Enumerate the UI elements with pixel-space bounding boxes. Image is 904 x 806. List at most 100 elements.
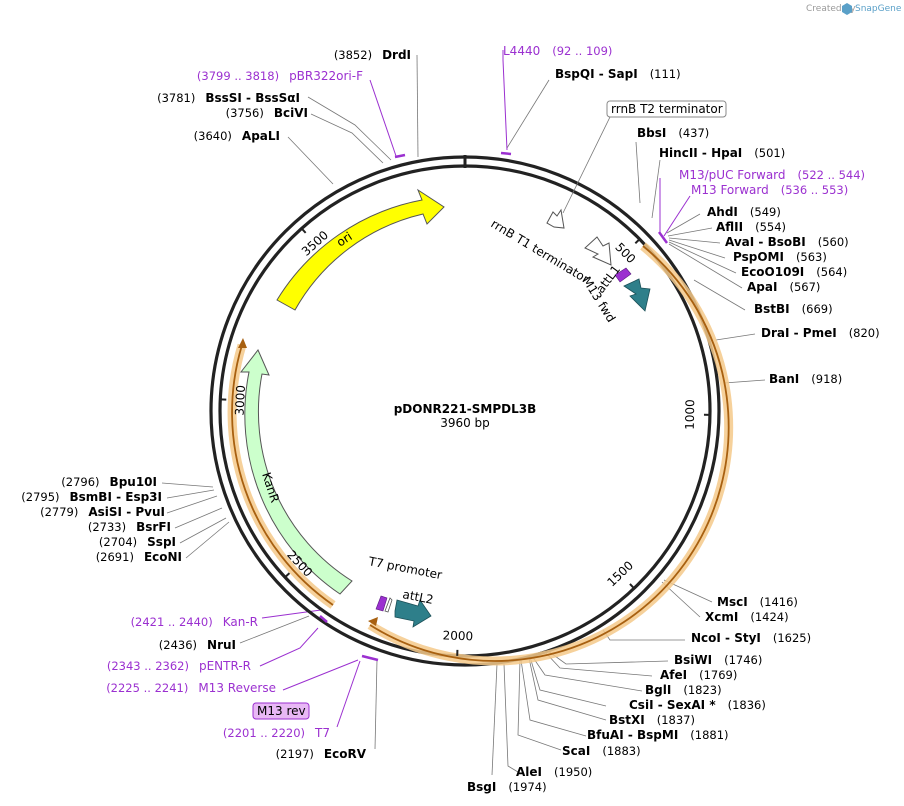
site-name: DraI - PmeI <box>761 326 837 340</box>
site-position: (3852) <box>334 48 372 62</box>
primer-label: (2225 .. 2241)M13 Reverse <box>106 681 276 695</box>
kanr-feature <box>239 349 353 595</box>
site-name: CsiI - SexAI * <box>629 698 716 712</box>
site-name: BssSI - BssSαI <box>205 91 300 105</box>
enzyme-site-label: BspQI - SapI (111) <box>555 67 681 81</box>
plasmid-name: pDONR221-SMPDL3B <box>394 402 537 416</box>
credit-text: Created by <box>806 4 856 14</box>
rrnb-t2-leader <box>562 116 611 214</box>
site-name: EcoO109I <box>741 265 804 279</box>
site-position: (1974) <box>508 780 546 794</box>
enzyme-site-label: BstBI(669) <box>754 302 833 316</box>
enzyme-site-label: MscI(1416) <box>717 595 798 609</box>
site-position: (1881) <box>690 728 728 742</box>
attl2-feature <box>394 599 432 628</box>
tick-mark <box>300 227 307 234</box>
enzyme-site-label: BfuAI - BspMI(1881) <box>587 728 729 742</box>
enzyme-site-label: BbsI(437) <box>637 126 709 140</box>
rrnb-t1-feature <box>584 236 612 266</box>
enzyme-site-label: DraI - PmeI(820) <box>761 326 880 340</box>
site-position: (2197) <box>276 747 314 761</box>
attl2-label: attL2 <box>401 587 434 607</box>
site-name: BanI <box>769 372 799 386</box>
enzyme-site-label: XcmI(1424) <box>705 610 789 624</box>
site-name: AvaI - BsoBI <box>725 235 806 249</box>
site-name: DrdI <box>382 48 411 62</box>
site-position: (1424) <box>750 610 788 624</box>
site-position: (2796) <box>61 475 99 489</box>
enzyme-site-label: BanI(918) <box>769 372 842 386</box>
site-name: PspOMI <box>733 250 784 264</box>
enzyme-site-label: ScaI(1883) <box>562 744 641 758</box>
t7-promoter-feature <box>384 597 393 613</box>
enzyme-site-label: (2779)AsiSI - PvuI <box>40 505 165 519</box>
site-name: AhdI <box>707 205 738 219</box>
site-position: (522 .. 544) <box>798 168 866 182</box>
enzyme-site-label: (2691)EcoNI <box>96 550 182 564</box>
primer-label: M13 Forward(536 .. 553) <box>691 183 848 197</box>
left-site-labels: (3852) DrdI L4440 (92 .. 109) (3799 .. 3818)… <box>21 44 612 761</box>
site-position: (1769) <box>699 668 737 682</box>
tick-mark <box>629 583 635 590</box>
site-position: (2201 .. 2220) <box>223 726 305 740</box>
site-name: BspQI - SapI <box>555 67 638 81</box>
enzyme-site-label: PspOMI (563) <box>733 250 827 264</box>
site-position: (564) <box>816 265 847 279</box>
site-position: (1625) <box>773 631 811 645</box>
site-name: SspI <box>147 535 176 549</box>
site-position: (111) <box>650 67 681 81</box>
enzyme-site-label: EcoO109I (564) <box>741 265 847 279</box>
site-position: (563) <box>796 250 827 264</box>
tick-mark <box>284 572 291 578</box>
site-position: (1746) <box>724 653 762 667</box>
site-position: (2795) <box>21 490 59 504</box>
enzyme-site-label: AhdI(549) <box>707 205 781 219</box>
site-position: (2691) <box>96 550 134 564</box>
site-position: (92 .. 109) <box>552 44 612 58</box>
primer-label: (2201 .. 2220)T7 <box>223 726 330 740</box>
site-name: BstXI <box>609 713 645 727</box>
rrnb-t2-feature <box>546 208 565 229</box>
orf-arrow-head-left <box>238 338 247 348</box>
site-name: L4440 <box>503 44 540 58</box>
enzyme-site-label: BsiWI(1746) <box>674 653 762 667</box>
site-name: Kan-R <box>223 615 258 629</box>
rrnb-t2-box <box>606 100 727 118</box>
site-name: M13/pUC Forward <box>679 168 786 182</box>
enzyme-site-label: HincII - HpaI(501) <box>659 146 785 160</box>
site-name: EcoRV <box>324 747 367 761</box>
site-name: BsrFI <box>136 520 171 534</box>
site-position: (560) <box>818 235 849 249</box>
tick-label: 1000 <box>683 399 697 430</box>
site-name: BsmBI - Esp3I <box>70 490 162 504</box>
attl1-feature <box>623 278 651 312</box>
site-name: pBR322ori-F <box>289 69 363 83</box>
site-name: ScaI <box>562 744 590 758</box>
site-name: AsiSI - PvuI <box>88 505 165 519</box>
primer-label: (3799 .. 3818) pBR322ori-F <box>197 69 363 83</box>
right-site-labels: BspQI - SapI (111) BbsI(437) HincII - HpaI(… <box>467 67 880 794</box>
primer-label: (2343 .. 2362)pENTR-R <box>107 659 251 673</box>
site-position: (2733) <box>88 520 126 534</box>
primer-label: L4440 (92 .. 109) <box>503 44 612 58</box>
site-position: (501) <box>754 146 785 160</box>
enzyme-site-label: (2795) BsmBI - Esp3I <box>21 490 162 504</box>
site-position: (1950) <box>554 765 592 779</box>
m13-fwd-feature <box>614 267 632 283</box>
site-position: (1836) <box>728 698 766 712</box>
rrnb-t2-label: rrnB T2 terminator <box>611 102 723 116</box>
site-name: Bpu10I <box>110 475 157 489</box>
plasmid-size: 3960 bp <box>440 416 490 430</box>
site-name: NcoI - StyI <box>691 631 761 645</box>
site-position: (2436) <box>159 638 197 652</box>
site-position: (3781) <box>157 91 195 105</box>
site-position: (3799 .. 3818) <box>197 69 279 83</box>
enzyme-site-label: AleI(1950) <box>516 765 592 779</box>
enzyme-site-label: ApaI(567) <box>747 280 820 294</box>
rrnb-t1-label: rrnB T1 terminator <box>488 217 591 287</box>
primer-label: (2421 .. 2440)Kan-R <box>131 615 258 629</box>
enzyme-site-label: AvaI - BsoBI (560) <box>725 235 849 249</box>
enzyme-site-label: (3852) DrdI <box>334 48 411 62</box>
credit-brand: SnapGene <box>855 4 902 14</box>
